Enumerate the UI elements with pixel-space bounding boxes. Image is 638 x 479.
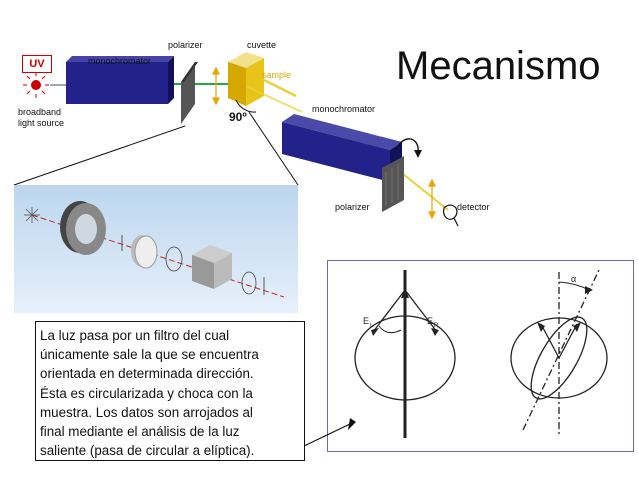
- detector-icon: [443, 204, 459, 227]
- connector-line-left: [13, 125, 186, 186]
- cuvette-label: cuvette: [247, 40, 277, 50]
- polarization-ellipse-frame: [327, 260, 634, 452]
- polarizer-1-plate: [181, 62, 198, 124]
- inset-polarizer-illustration: [14, 185, 298, 313]
- vector-label-left: E: [363, 316, 369, 326]
- description-line: La luz pasa por un filtro del cual: [40, 328, 230, 343]
- inset-waveplate-disk: [131, 235, 158, 269]
- monochromator-2-label: monochromator: [312, 104, 376, 114]
- description-line: únicamente sale la que se encuentra: [40, 347, 259, 363]
- inset-polarizer-disk: [60, 201, 106, 255]
- description-line: final mediante el análisis de la luz: [40, 424, 240, 440]
- cuvette-box: [228, 52, 264, 106]
- inset-sample-cube: [192, 245, 232, 289]
- description-text-box: La luz pasa por un filtro del cual única…: [35, 321, 305, 461]
- source-label-line-1: broadband: [18, 107, 62, 117]
- polarizer-2-plate: [382, 156, 404, 212]
- inset-source-icon: [24, 207, 40, 223]
- light-source-icon: [23, 72, 49, 98]
- monochromator-1-box: [66, 56, 174, 104]
- detector-label: detector: [457, 202, 490, 212]
- connector-line-right: [248, 111, 299, 186]
- description-line: saliente (pasa de circular a elíptica).: [40, 443, 255, 459]
- elliptical-polarization-figure: [510, 269, 608, 436]
- vector-sub-right: R: [434, 323, 439, 329]
- pointer-arrow: [303, 418, 356, 447]
- description-line: muestra. Los datos son arrojados al: [40, 404, 253, 420]
- polarizer-2-label: polarizer: [335, 202, 370, 212]
- beam-yellow: [263, 78, 297, 98]
- polarization-arrow-2-icon: [428, 178, 436, 220]
- page-title: Mecanismo: [396, 44, 601, 88]
- vector-label-right: E: [427, 316, 433, 326]
- sample-label: sample: [262, 70, 292, 80]
- description-line: Ésta es circularizada y choca con la: [40, 385, 253, 401]
- cd-apparatus-diagram: [13, 52, 459, 227]
- beam-out: [397, 169, 449, 211]
- polarizer-1-label: polarizer: [168, 40, 203, 50]
- description-line: orientada en determinada dirección.: [40, 366, 254, 382]
- uv-label: UV: [22, 55, 52, 73]
- angle-alpha-label: α: [571, 274, 576, 284]
- angle-label: 90º: [229, 110, 247, 124]
- polarization-ellipse-diagram: E L E R α: [354, 269, 608, 438]
- polarization-arrow-icon: [212, 66, 220, 106]
- source-label-line-2: light source: [18, 118, 65, 128]
- monochromator-1-label: monochromator: [88, 56, 152, 66]
- rotation-arrow-icon: [395, 138, 419, 153]
- vector-sub-left: L: [370, 323, 374, 329]
